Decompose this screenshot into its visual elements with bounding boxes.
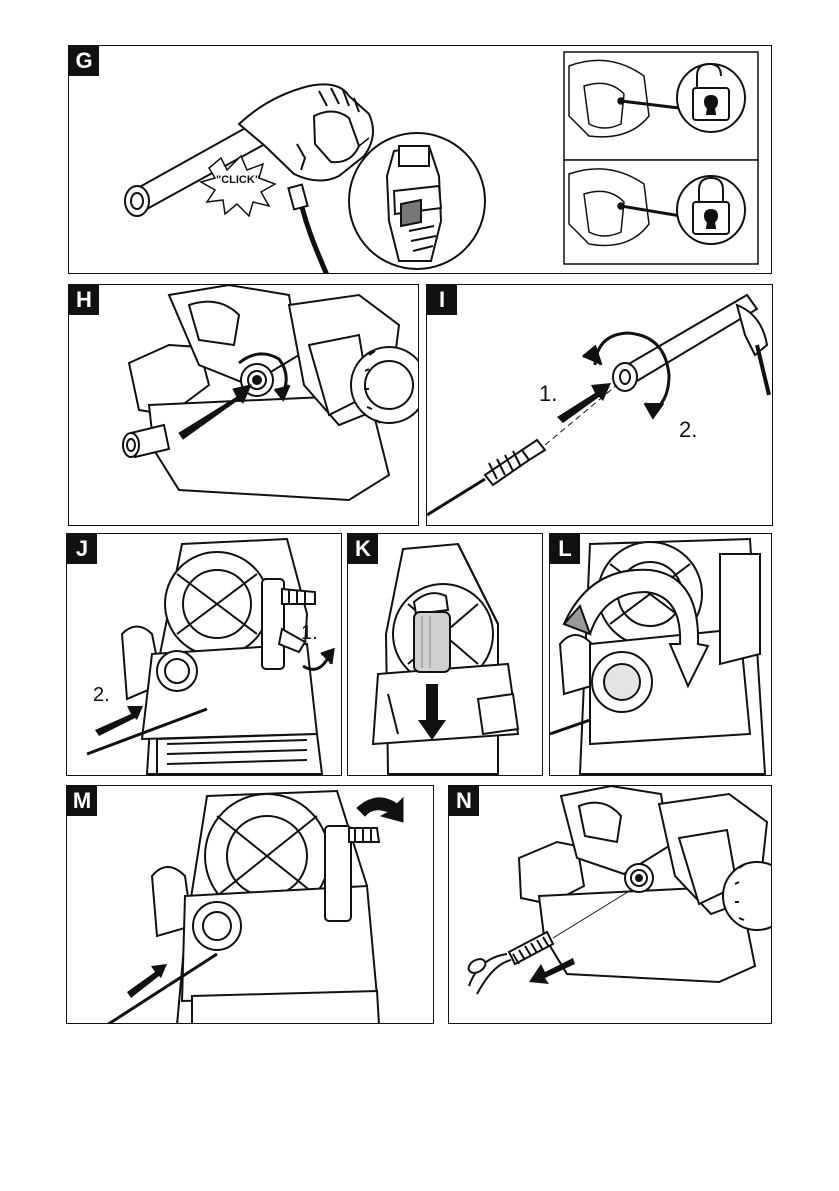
- arrow-push: [557, 383, 611, 423]
- detergent-bottle-illustration: [348, 534, 543, 776]
- hose-reel-release-illustration: [67, 534, 342, 776]
- panel-h: H: [68, 284, 419, 526]
- hose-reel-lock-illustration: [67, 786, 434, 1024]
- click-burst: [201, 156, 275, 216]
- step-1-label: 1.: [539, 381, 557, 407]
- step-2-label: 2.: [93, 684, 110, 707]
- arrow-lever-lock: [357, 798, 403, 822]
- panel-k: K: [347, 533, 543, 776]
- panel-i: I 1. 2.: [426, 284, 773, 526]
- panel-label-n: N: [449, 786, 479, 816]
- inlet-filter-clean-illustration: [449, 786, 772, 1024]
- panel-label-l: L: [550, 534, 580, 564]
- panel-label-g: G: [69, 46, 99, 76]
- panel-label-m: M: [67, 786, 97, 816]
- spray-gun-illustration: [69, 46, 772, 274]
- arrow-insert-hose: [127, 964, 167, 998]
- detergent-bottle: [414, 593, 450, 672]
- panel-m: M: [66, 785, 434, 1024]
- nozzle-attach-illustration: [427, 285, 773, 526]
- panel-g: G: [68, 45, 772, 274]
- panel-label-k: K: [348, 534, 378, 564]
- panel-l: L: [549, 533, 772, 776]
- panel-n: N: [448, 785, 772, 1024]
- connector-zoom: [349, 133, 485, 269]
- step-1-label: 1.: [301, 622, 318, 645]
- hose-reel-turn-illustration: [550, 534, 772, 776]
- click-text: "CLICK": [216, 174, 260, 186]
- step-2-label: 2.: [679, 417, 697, 443]
- panel-label-h: H: [69, 285, 99, 315]
- arrow-pull: [95, 706, 143, 736]
- padlock-open-icon: [677, 64, 745, 132]
- panel-j: J 1. 2.: [66, 533, 342, 776]
- panel-label-j: J: [67, 534, 97, 564]
- padlock-closed-icon: [677, 176, 745, 244]
- panel-label-i: I: [427, 285, 457, 315]
- pressure-washer-front-illustration: [69, 285, 419, 526]
